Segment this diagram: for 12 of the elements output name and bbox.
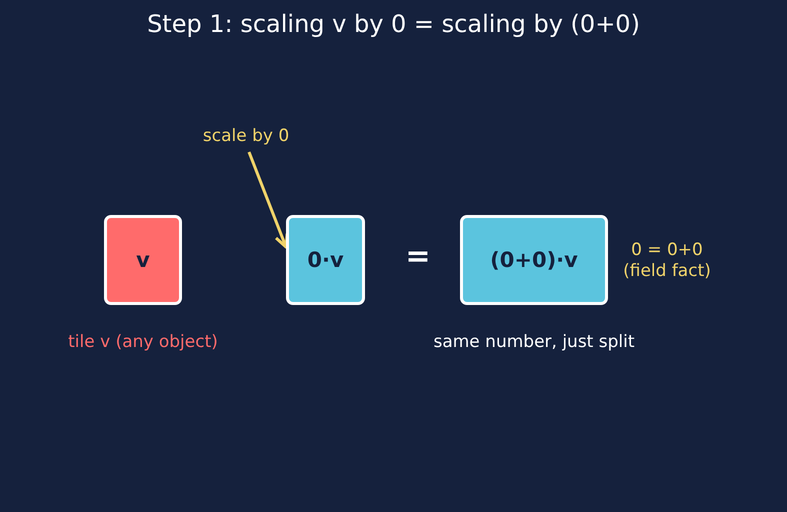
- tile-box: [104, 215, 182, 305]
- equals-sign: =: [404, 240, 432, 274]
- tile-label: (0+0)·v: [490, 248, 578, 272]
- caption-text: same number, just split: [432, 332, 636, 353]
- tile-box: [460, 215, 608, 305]
- tile-box: [286, 215, 365, 305]
- caption-text: 0 = 0+0 (field fact): [622, 240, 712, 282]
- diagram-title: Step 1: scaling v by 0 = scaling by (0+0): [146, 10, 641, 38]
- tile-label: v: [136, 248, 150, 272]
- tile-label: 0·v: [307, 248, 344, 272]
- annotation-text: scale by 0: [186, 126, 306, 148]
- caption-text: tile v (any object): [67, 332, 219, 353]
